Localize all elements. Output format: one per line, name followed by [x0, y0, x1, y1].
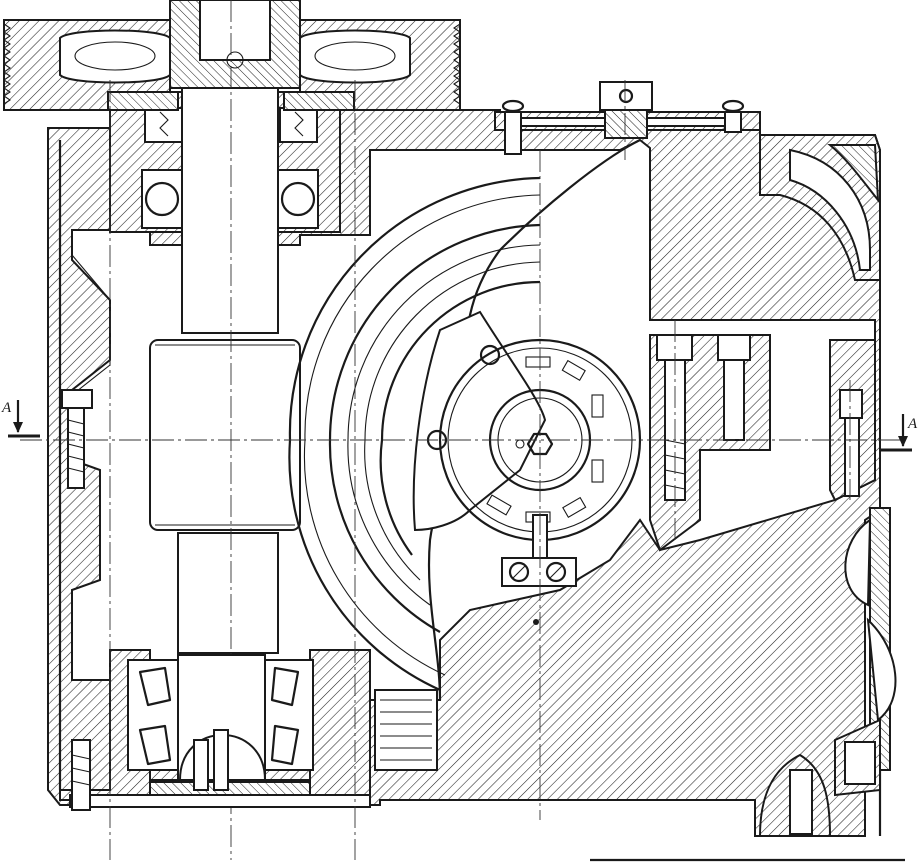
section-marker-left: A: [1, 400, 40, 438]
upper-bearing: [107, 91, 355, 233]
section-label-right: A: [907, 416, 918, 432]
oil-sump: [374, 689, 438, 771]
side-cover: [834, 507, 897, 836]
screws: [61, 99, 876, 837]
center-lines: [20, 80, 905, 860]
worm-shaft: [149, 0, 301, 860]
vent-plug: [599, 81, 653, 139]
input-pulley: [3, 0, 461, 111]
upper-right-casting: [759, 134, 881, 281]
section-marker-right: A: [880, 414, 918, 452]
section-label-left: A: [1, 400, 12, 416]
